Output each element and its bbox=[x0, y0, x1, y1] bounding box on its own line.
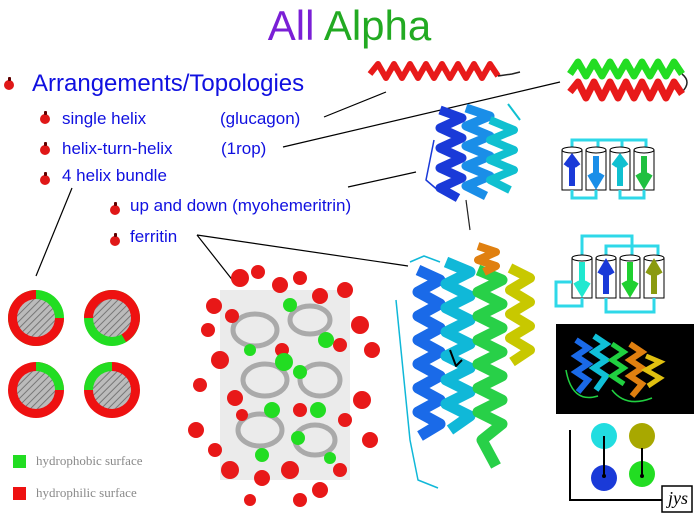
myohemerythrin-structure-icon bbox=[425, 103, 521, 231]
bullet-icon bbox=[40, 172, 50, 185]
legend-hydrophobic-swatch bbox=[13, 455, 26, 468]
legend-hydrophobic-label: hydrophobic surface bbox=[36, 453, 143, 468]
subitem-ferritin: ferritin bbox=[130, 227, 178, 246]
rop-helix-turn-helix-icon bbox=[567, 58, 688, 102]
bullet-icon bbox=[110, 202, 120, 215]
title-word-alpha: Alpha bbox=[323, 2, 432, 49]
legend-hydrophilic-label: hydrophilic surface bbox=[36, 485, 137, 500]
heading-arrangements: Arrangements/Topologies bbox=[32, 70, 305, 97]
item-4-helix-bundle: 4 helix bundle bbox=[62, 166, 167, 185]
ferritin-space-filling-model-icon bbox=[188, 265, 380, 507]
cross-section-helix-1 bbox=[8, 290, 64, 346]
legend-hydrophilic-swatch bbox=[13, 487, 26, 500]
cross-section-helix-4 bbox=[84, 362, 140, 418]
item-helix-turn-helix: helix-turn-helix bbox=[62, 139, 173, 158]
slide-title: All Alpha bbox=[0, 2, 699, 50]
bullet-icon bbox=[40, 142, 50, 155]
bullet-icon bbox=[40, 111, 50, 124]
item-single-helix: single helix bbox=[62, 109, 147, 128]
subitem-up-and-down: up and down (myohemeritrin) bbox=[130, 196, 352, 215]
helix-cross-section-diagram bbox=[8, 290, 140, 418]
cross-section-helix-3 bbox=[8, 362, 64, 418]
connector-lines bbox=[35, 81, 561, 283]
ferritin-circle-topology-icon bbox=[569, 423, 667, 501]
item-helix-turn-helix-example: (1rop) bbox=[221, 139, 267, 158]
up-down-topology-icon bbox=[561, 138, 655, 200]
item-single-helix-example: (glucagon) bbox=[220, 109, 301, 128]
title-word-all: All bbox=[267, 2, 315, 49]
signature-box bbox=[661, 485, 693, 513]
glucagon-helix-icon bbox=[367, 61, 521, 81]
bullet-icon bbox=[110, 233, 120, 246]
ferritin-topology-icon bbox=[554, 234, 665, 314]
ferritin-structure-icon bbox=[395, 242, 535, 489]
cross-section-helix-2 bbox=[84, 290, 140, 346]
signature-text: jys bbox=[668, 488, 688, 508]
bullet-icon bbox=[4, 77, 14, 90]
ferritin-ribbon-image-icon bbox=[556, 324, 694, 414]
